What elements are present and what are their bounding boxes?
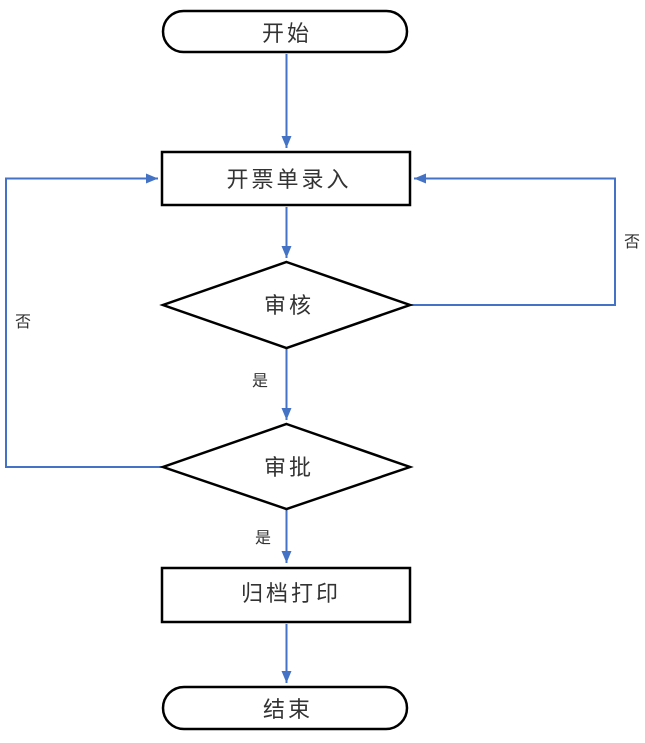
end-terminator-shape: [161, 685, 409, 731]
review-decision-shape: [159, 260, 414, 350]
start-terminator-shape: [161, 9, 409, 54]
approve-decision-shape: [159, 422, 414, 511]
edge-review-no-loop: [411, 173, 616, 306]
entry-process-shape: [160, 150, 412, 207]
archive-process-shape: [160, 566, 412, 624]
edge-approve-no-loop: [5, 173, 162, 468]
